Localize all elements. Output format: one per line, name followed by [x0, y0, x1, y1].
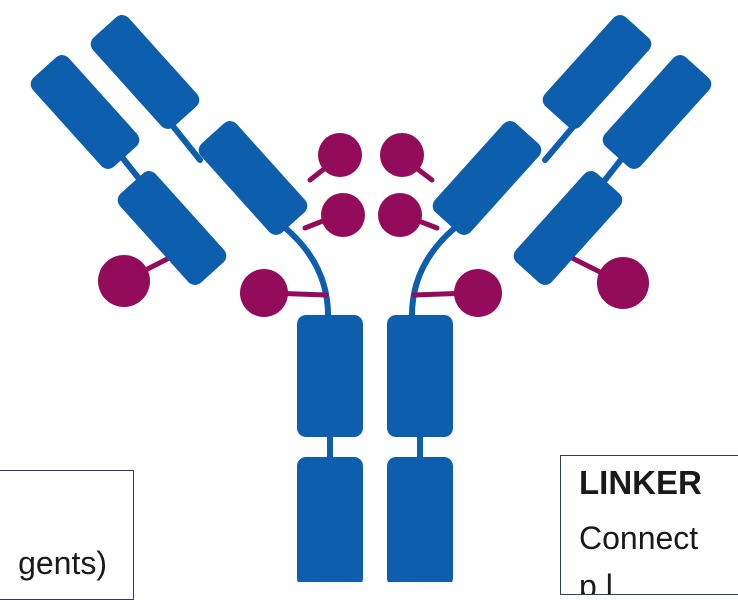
antibody-drug-conjugate-diagram — [30, 15, 712, 582]
linker-callout-text: Connect — [579, 520, 699, 556]
left-fc-upper-domain — [297, 315, 363, 437]
left-fc-lower-domain — [297, 457, 363, 582]
drug-payload — [454, 269, 502, 317]
left-callout-box: gents) — [0, 470, 134, 600]
right-light-constant-domain — [513, 171, 623, 285]
right-fc-upper-domain — [387, 315, 453, 437]
drug-payload — [380, 133, 424, 177]
left-hinge-curve — [272, 217, 332, 323]
drug-payload — [240, 269, 288, 317]
right-heavy-constant-domain — [432, 121, 542, 235]
right-heavy-variable-domain — [542, 15, 652, 129]
left-light-constant-domain — [117, 171, 227, 285]
drug-payload — [98, 255, 150, 307]
left-heavy-variable-domain — [90, 15, 200, 129]
drug-payload — [318, 133, 362, 177]
drug-payload — [321, 193, 365, 237]
drug-payload — [378, 193, 422, 237]
right-hinge-curve — [408, 217, 468, 323]
linker-callout-box: LINKER Connect p l — [560, 455, 738, 595]
left-callout-text: gents) — [18, 545, 107, 581]
left-light-variable-domain — [30, 55, 140, 169]
left-heavy-constant-domain — [198, 121, 308, 235]
drug-payload — [597, 257, 649, 309]
right-fc-lower-domain — [387, 457, 453, 582]
linker-callout-title: LINKER — [579, 464, 702, 501]
right-light-variable-domain — [602, 55, 712, 169]
